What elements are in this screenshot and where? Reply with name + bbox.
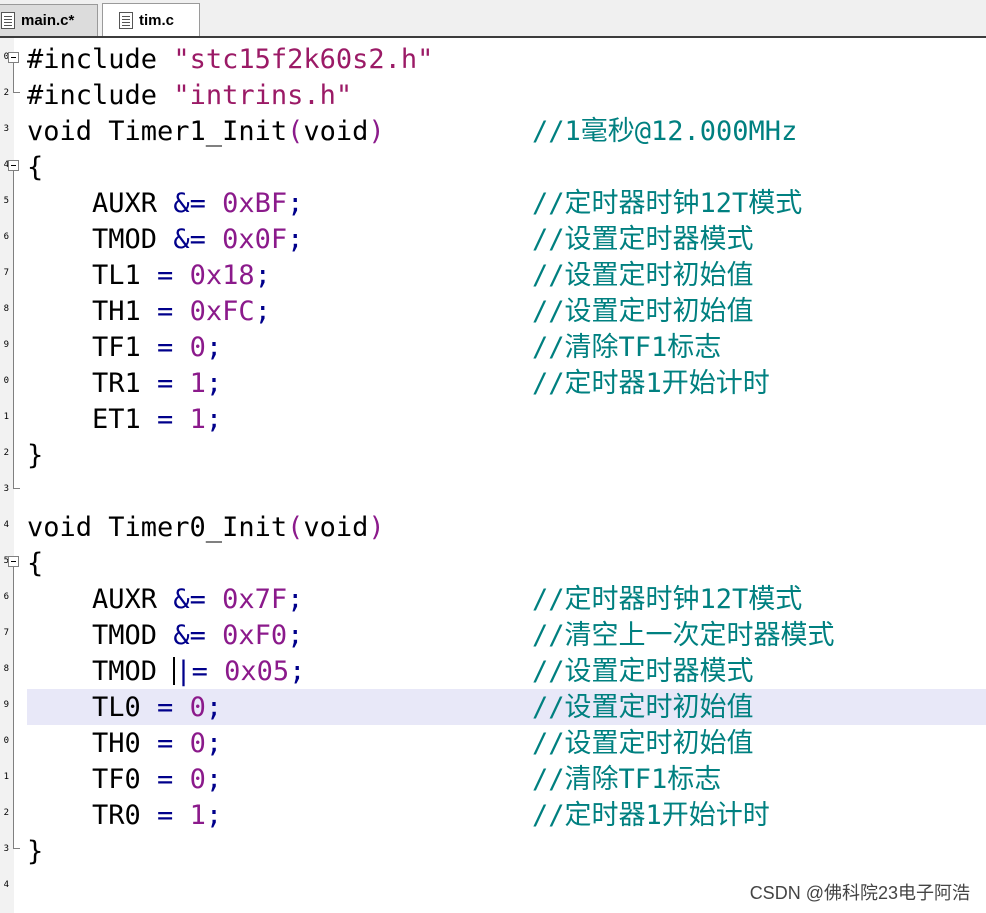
code-line[interactable]: TR1 = 1; [27, 368, 223, 399]
code-comment: //设置定时初始值 [532, 296, 754, 327]
line-number: 2 [3, 88, 9, 98]
line-number: 4 [3, 160, 9, 170]
code-line[interactable]: #include "stc15f2k60s2.h" [27, 44, 434, 75]
code-line[interactable]: ET1 = 1; [27, 404, 223, 435]
code-line[interactable]: { [27, 152, 44, 183]
code-line[interactable]: #include "intrins.h" [27, 80, 353, 111]
line-number: 7 [3, 628, 9, 638]
code-line[interactable]: TF1 = 0; [27, 332, 223, 363]
code-line[interactable]: TMOD &= 0xF0; [27, 620, 304, 651]
code-comment: //清除TF1标志 [532, 764, 722, 795]
line-number: 8 [3, 304, 9, 314]
tab-label: tim.c [139, 12, 175, 29]
code-line[interactable]: TH1 = 0xFC; [27, 296, 271, 327]
line-number: 0 [3, 736, 9, 746]
code-comment: //定时器时钟12T模式 [532, 584, 803, 615]
code-comment: //设置定时器模式 [532, 224, 754, 255]
code-line[interactable]: void Timer0_Init(void) [27, 512, 385, 543]
code-line[interactable]: TR0 = 1; [27, 800, 223, 831]
code-comment: //定时器时钟12T模式 [532, 188, 803, 219]
line-number: 1 [3, 772, 9, 782]
fold-guide [13, 567, 14, 848]
tab-tim-c[interactable]: tim.c [102, 3, 200, 37]
line-number: 6 [3, 592, 9, 602]
line-number: 8 [3, 664, 9, 674]
fold-end [13, 488, 20, 489]
line-number: 9 [3, 340, 9, 350]
line-number: 5 [3, 196, 9, 206]
line-number: 2 [3, 448, 9, 458]
code-line[interactable]: AUXR &= 0x7F; [27, 584, 304, 615]
code-line[interactable]: AUXR &= 0xBF; [27, 188, 304, 219]
line-number: 3 [3, 484, 9, 494]
line-number: 4 [3, 520, 9, 530]
code-line[interactable]: TL0 = 0; [27, 692, 223, 723]
tab-bar: main.c* tim.c [0, 0, 986, 38]
code-line[interactable]: } [27, 836, 44, 867]
fold-guide [13, 171, 14, 488]
line-number: 1 [3, 412, 9, 422]
line-number: 5 [3, 556, 9, 566]
code-comment: //1毫秒@12.000MHz [532, 116, 798, 147]
code-line[interactable]: TMOD |= 0x05; [27, 656, 306, 687]
code-comment: //清除TF1标志 [532, 332, 722, 363]
line-number: 0 [3, 376, 9, 386]
code-line[interactable]: { [27, 548, 44, 579]
code-comment: //设置定时初始值 [532, 260, 754, 291]
fold-column [8, 38, 26, 913]
tab-label: main.c* [21, 12, 75, 29]
line-number: 3 [3, 124, 9, 134]
line-number: 0 [3, 52, 9, 62]
code-comment: //定时器1开始计时 [532, 800, 770, 831]
code-line[interactable]: TL1 = 0x18; [27, 260, 271, 291]
code-line[interactable]: TF0 = 0; [27, 764, 223, 795]
tab-underline [0, 36, 986, 38]
line-number: 2 [3, 808, 9, 818]
line-number: 6 [3, 232, 9, 242]
fold-end [13, 92, 20, 93]
code-line[interactable]: TH0 = 0; [27, 728, 223, 759]
fold-toggle-icon[interactable] [8, 160, 19, 171]
tab-main-c[interactable]: main.c* [0, 4, 98, 36]
code-comment: //定时器1开始计时 [532, 368, 770, 399]
code-line[interactable]: TMOD &= 0x0F; [27, 224, 304, 255]
code-comment: //设置定时初始值 [532, 728, 754, 759]
code-comment: //设置定时初始值 [532, 692, 754, 723]
code-line[interactable]: void Timer1_Init(void) [27, 116, 385, 147]
code-line[interactable]: } [27, 440, 44, 471]
line-number: 3 [3, 844, 9, 854]
fold-toggle-icon[interactable] [8, 556, 19, 567]
watermark: CSDN @佛科院23电子阿浩 [749, 883, 970, 903]
line-number: 7 [3, 268, 9, 278]
current-line-highlight [27, 689, 986, 725]
line-number: 9 [3, 700, 9, 710]
fold-toggle-icon[interactable] [8, 52, 19, 63]
file-icon [1, 12, 15, 29]
code-comment: //清空上一次定时器模式 [532, 620, 835, 651]
file-icon [119, 12, 133, 29]
code-comment: //设置定时器模式 [532, 656, 754, 687]
fold-guide [13, 63, 14, 92]
line-number: 4 [3, 880, 9, 890]
fold-end [13, 848, 20, 849]
